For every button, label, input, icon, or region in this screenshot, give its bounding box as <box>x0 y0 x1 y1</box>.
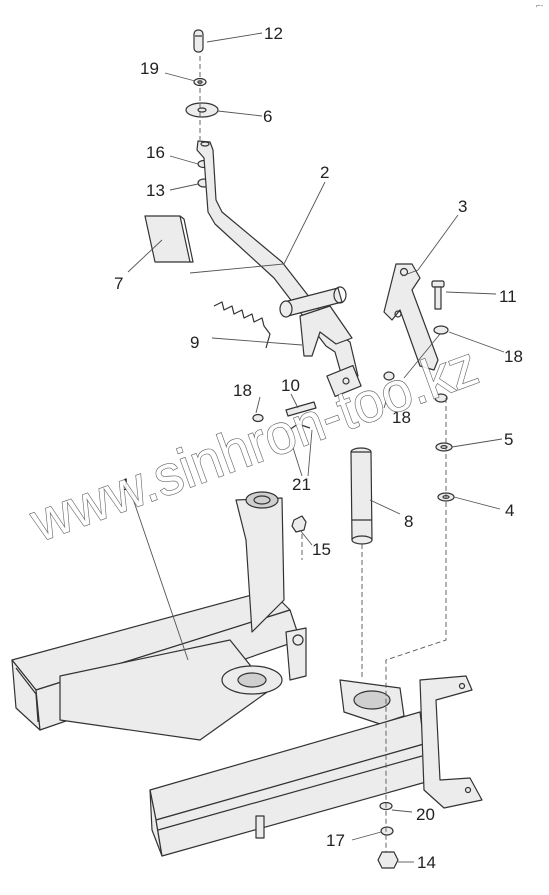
part-washer-18-left <box>252 413 264 423</box>
callout-9: 9 <box>190 333 199 352</box>
callout-7: 7 <box>114 274 123 293</box>
callout-19: 19 <box>140 59 159 78</box>
part-nut-14 <box>377 851 399 869</box>
callout-18-left: 18 <box>233 381 252 400</box>
part-nut-15 <box>291 515 307 533</box>
part-washer-18-right <box>433 325 449 335</box>
callout-8: 8 <box>404 512 413 531</box>
callout-18-right: 18 <box>504 347 523 366</box>
part-cotter-21 <box>285 423 311 433</box>
callout-6: 6 <box>263 107 272 126</box>
leader-lines <box>127 32 505 863</box>
part-pin-10 <box>285 401 317 417</box>
callout-4: 4 <box>505 501 514 520</box>
callout-20: 20 <box>416 805 435 824</box>
callout-1: 1 <box>121 475 130 494</box>
callout-15: 15 <box>312 540 331 559</box>
callout-16: 16 <box>146 143 165 162</box>
callout-3: 3 <box>458 197 467 216</box>
callout-18-mid: 18 <box>392 408 411 427</box>
part-pad-7 <box>144 215 194 263</box>
part-lever-2 <box>196 140 362 398</box>
part-shaft-8 <box>350 447 373 545</box>
part-pin-12 <box>193 29 204 53</box>
part-spring-9 <box>213 301 271 349</box>
part-washer-17 <box>380 826 394 836</box>
callout-11: 11 <box>499 287 517 306</box>
callout-2: 2 <box>320 163 329 182</box>
callout-13: 13 <box>146 181 165 200</box>
callout-17: 17 <box>326 831 345 850</box>
part-washer-18-mid <box>383 371 395 381</box>
callout-21: 21 <box>292 475 311 494</box>
part-washer-6 <box>185 102 219 118</box>
callout-14: 14 <box>417 853 436 872</box>
callout-5: 5 <box>504 430 513 449</box>
part-bolt-11 <box>431 280 445 310</box>
part-washer-5 <box>435 442 453 452</box>
callout-12: 12 <box>264 24 283 43</box>
part-frame-1 <box>11 491 483 857</box>
callout-10: 10 <box>281 376 300 395</box>
corner-mark: ⌐- <box>536 1 544 10</box>
part-cross-tube <box>279 286 353 357</box>
